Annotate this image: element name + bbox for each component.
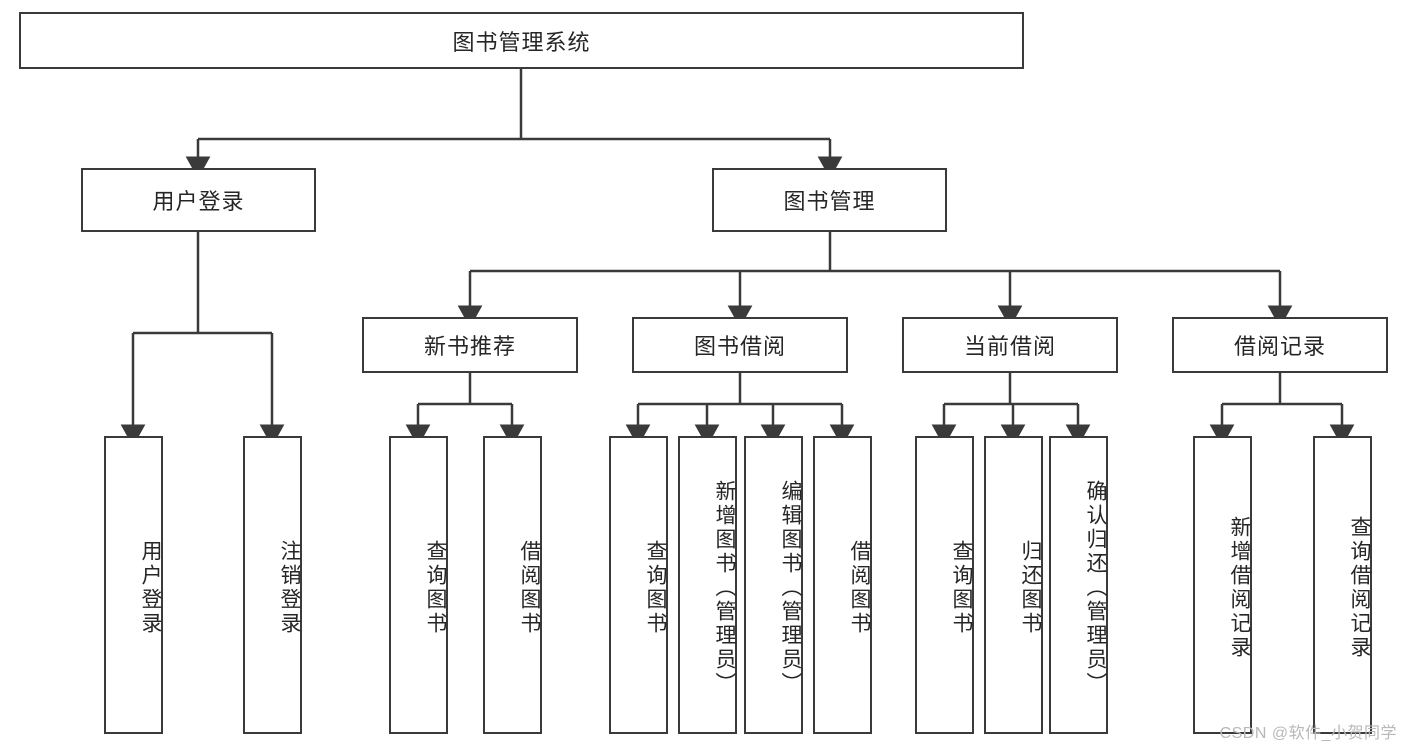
- node-root-system[interactable]: 图书管理系统: [19, 12, 1024, 69]
- node-book-management[interactable]: 图书管理: [712, 168, 947, 232]
- node-user-login[interactable]: 用户登录: [81, 168, 316, 232]
- node-label: 用户登录: [139, 540, 162, 636]
- node-label: 借阅图书: [848, 540, 871, 636]
- node-label: 借阅记录: [1233, 334, 1326, 359]
- node-label: 注销登录: [278, 540, 301, 636]
- leaf-borrow-add-book-admin[interactable]: 新增图书（管理员）: [678, 436, 737, 734]
- node-label: 查询图书: [950, 540, 973, 636]
- node-borrow-record[interactable]: 借阅记录: [1172, 317, 1388, 373]
- leaf-record-add-record[interactable]: 新增借阅记录: [1193, 436, 1252, 734]
- leaf-recommend-borrow-book[interactable]: 借阅图书: [483, 436, 542, 734]
- leaf-record-query-record[interactable]: 查询借阅记录: [1313, 436, 1372, 734]
- leaf-current-query-book[interactable]: 查询图书: [915, 436, 974, 734]
- node-label: 查询借阅记录: [1348, 516, 1371, 660]
- node-label: 编辑图书（管理员）: [779, 480, 802, 696]
- node-label: 查询图书: [644, 540, 667, 636]
- node-label: 图书管理系统: [452, 29, 591, 55]
- node-label: 新书推荐: [423, 334, 516, 359]
- leaf-current-confirm-return-admin[interactable]: 确认归还（管理员）: [1049, 436, 1108, 734]
- node-label: 借阅图书: [518, 540, 541, 636]
- node-label: 确认归还（管理员）: [1084, 480, 1107, 696]
- node-label: 新增图书（管理员）: [713, 480, 736, 696]
- leaf-user-login-login[interactable]: 用户登录: [104, 436, 163, 734]
- leaf-recommend-query-book[interactable]: 查询图书: [389, 436, 448, 734]
- leaf-current-return-book[interactable]: 归还图书: [984, 436, 1043, 734]
- node-label: 新增借阅记录: [1228, 516, 1251, 660]
- leaf-borrow-query-book[interactable]: 查询图书: [609, 436, 668, 734]
- node-label: 图书管理: [783, 189, 876, 214]
- leaf-borrow-borrow-book[interactable]: 借阅图书: [813, 436, 872, 734]
- node-label: 当前借阅: [963, 334, 1056, 359]
- node-label: 归还图书: [1019, 540, 1042, 636]
- node-new-book-recommend[interactable]: 新书推荐: [362, 317, 578, 373]
- node-label: 用户登录: [152, 189, 245, 214]
- node-label: 查询图书: [424, 540, 447, 636]
- node-current-borrow[interactable]: 当前借阅: [902, 317, 1118, 373]
- leaf-user-login-logout[interactable]: 注销登录: [243, 436, 302, 734]
- node-label: 图书借阅: [693, 334, 786, 359]
- leaf-borrow-edit-book-admin[interactable]: 编辑图书（管理员）: [744, 436, 803, 734]
- node-book-borrow[interactable]: 图书借阅: [632, 317, 848, 373]
